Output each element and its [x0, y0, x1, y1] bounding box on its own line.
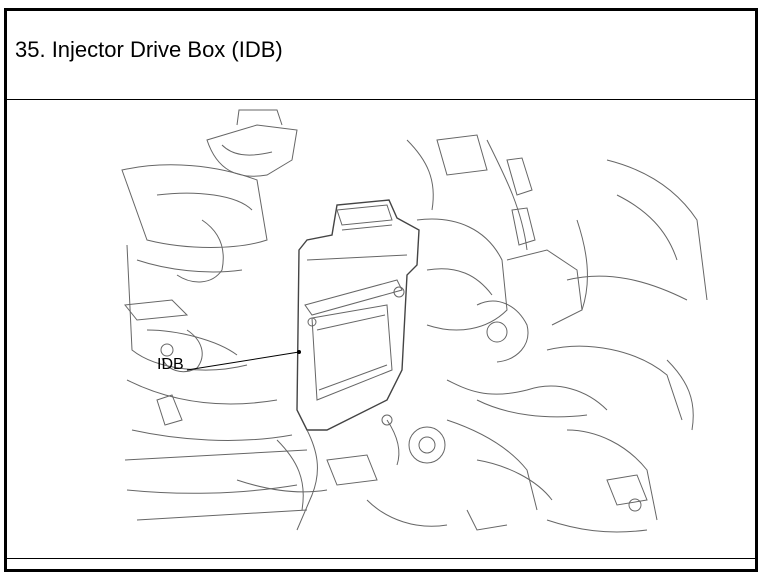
title-row: 35. Injector Drive Box (IDB)	[7, 11, 755, 100]
engine-bay-illustration: IDB	[7, 100, 755, 558]
bottom-row	[7, 558, 755, 571]
engine-line-drawing	[121, 109, 708, 533]
callout-leader-line	[186, 351, 300, 371]
document-frame: 35. Injector Drive Box (IDB)	[4, 8, 758, 572]
page-title: 35. Injector Drive Box (IDB)	[15, 37, 283, 62]
callout-anchor-dot	[297, 350, 301, 354]
idb-callout-label: IDB	[157, 356, 184, 373]
